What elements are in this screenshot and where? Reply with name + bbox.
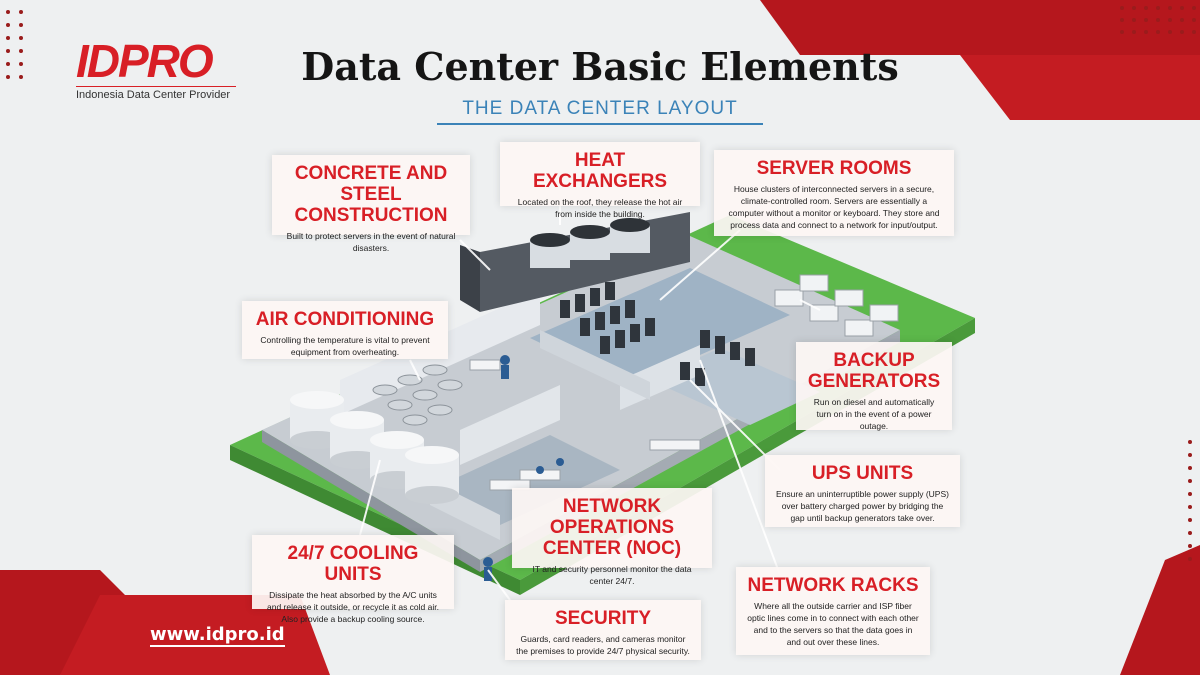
callout-ups-units: UPS UNITS Ensure an uninterruptible powe… <box>765 455 960 527</box>
heat-exchanger-fans <box>530 218 650 268</box>
callout-ups-title: UPS UNITS <box>811 463 914 484</box>
callout-security-title: SECURITY <box>554 608 652 629</box>
idpro-logo: IDPRO Indonesia Data Center Provider <box>76 38 236 101</box>
callout-concrete-title-1: CONCRETE AND <box>294 163 448 184</box>
callout-heat-title: HEAT EXCHANGERS <box>532 150 668 192</box>
callout-backup-generators: BACKUP GENERATORS Run on diesel and auto… <box>796 342 952 431</box>
website-link[interactable]: www.idpro.id <box>150 624 285 647</box>
callout-heat-desc: Located on the roof, they release the ho… <box>517 197 683 219</box>
callout-noc: NETWORK OPERATIONS CENTER (NOC) IT and s… <box>512 488 712 586</box>
server-racks <box>560 282 755 386</box>
callout-air-conditioning: AIR CONDITIONING Controlling the tempera… <box>242 301 448 359</box>
cooling-tanks <box>290 391 459 504</box>
pointer-lines <box>359 205 821 601</box>
dot-pattern-top-right <box>1120 6 1196 34</box>
callout-ups-desc: Ensure an uninterruptible power supply (… <box>776 489 949 523</box>
page-subtitle: THE DATA CENTER LAYOUT <box>437 98 763 125</box>
callout-server-title: SERVER ROOMS <box>756 158 912 179</box>
dot-pattern-right <box>1188 440 1192 561</box>
logo-mark: IDPRO <box>76 35 214 87</box>
page-title: Data Center Basic Elements <box>301 44 899 89</box>
logo-tagline: Indonesia Data Center Provider <box>76 86 236 101</box>
dot-pattern-left <box>6 10 23 79</box>
callout-noc-title-2: CENTER (NOC) <box>542 538 682 559</box>
callout-air-desc: Controlling the temperature is vital to … <box>260 335 430 357</box>
generators <box>774 274 899 337</box>
callout-security: SECURITY Guards, card readers, and camer… <box>505 600 701 660</box>
callout-noc-title-1: NETWORK OPERATIONS <box>549 496 675 538</box>
callout-backup-title-2: GENERATORS <box>807 371 941 392</box>
ac-units <box>372 364 463 426</box>
callout-network-racks: NETWORK RACKS Where all the outside carr… <box>736 567 930 655</box>
callout-server-desc: House clusters of interconnected servers… <box>728 184 940 230</box>
callout-racks-desc: Where all the outside carrier and ISP fi… <box>747 601 919 647</box>
desks <box>469 359 701 491</box>
callout-cooling-title: 24/7 COOLING UNITS <box>287 543 419 585</box>
callout-cooling-units: 24/7 COOLING UNITS Dissipate the heat ab… <box>252 535 454 624</box>
people <box>483 355 564 581</box>
callout-concrete-desc: Built to protect servers in the event of… <box>286 231 456 253</box>
callout-backup-desc: Run on diesel and automatically turn on … <box>813 397 935 431</box>
callout-backup-title-1: BACKUP <box>833 350 915 371</box>
callout-racks-title: NETWORK RACKS <box>747 575 919 596</box>
callout-heat-exchangers: HEAT EXCHANGERS Located on the roof, the… <box>500 142 700 219</box>
callout-server-rooms: SERVER ROOMS House clusters of interconn… <box>714 150 954 236</box>
callout-concrete-steel: CONCRETE AND STEEL CONSTRUCTION Built to… <box>272 155 470 253</box>
callout-noc-desc: IT and security personnel monitor the da… <box>532 564 692 586</box>
callout-concrete-title-2: STEEL CONSTRUCTION <box>294 184 448 226</box>
callout-security-desc: Guards, card readers, and cameras monito… <box>516 634 690 656</box>
callout-cooling-desc: Dissipate the heat absorbed by the A/C u… <box>267 590 439 624</box>
callout-air-title: AIR CONDITIONING <box>255 309 435 330</box>
